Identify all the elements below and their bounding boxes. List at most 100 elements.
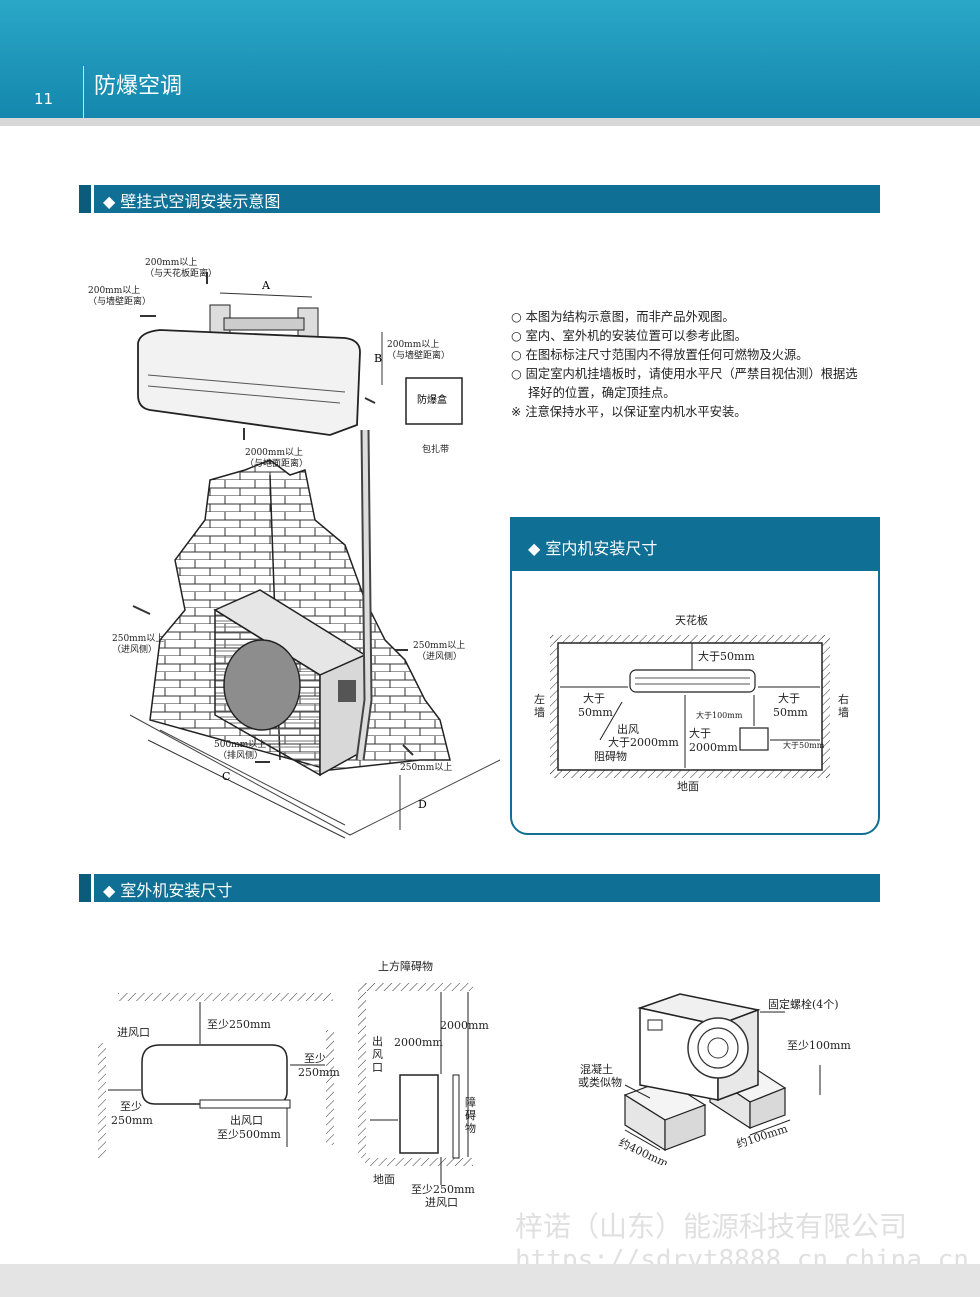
note-3: ○ 在图标标注尺寸范围内不得放置任何可燃物及火源。 [511, 348, 809, 362]
obstacle-v-label-3: 物 [465, 1121, 476, 1135]
outlet-label: 出风 [617, 722, 639, 736]
gap-label-2: 2000mm [440, 1019, 489, 1032]
floor-clearance-note: （与地面距离） [245, 457, 308, 469]
dim-c-label: C [222, 770, 230, 783]
note-2: ○ 室内、室外机的安装位置可以参考此图。 [511, 329, 747, 343]
outdoor-mount-3d-diagram: 固定螺栓(4个) 至少100mm 混凝土 或类似物 约400mm 约100mm [578, 993, 851, 1165]
top-gap-label: 至少250mm [207, 1018, 271, 1031]
bottom-gap-label-1: 至少250mm [411, 1183, 475, 1196]
page-number: 11 [34, 90, 54, 108]
intake-right-note: （进风侧） [417, 650, 462, 662]
floor-clearance: 2000mm以上 [245, 447, 303, 458]
section-marker [79, 185, 94, 213]
outlet-v-label-1: 出 [372, 1034, 383, 1048]
right-gap-label-1: 至少 [304, 1052, 326, 1065]
ceiling-label: 天花板 [675, 613, 708, 627]
floor-gap-label-1: 大于 [689, 726, 711, 740]
outdoor-unit-top [141, 1044, 288, 1105]
watermark-company: 梓诺（山东）能源科技有限公司 [515, 1210, 908, 1243]
outdoor-side-view-diagram: 上方障碍物 2000mm 2000mm 地面 至少250mm 进风口 出 风 口… [358, 959, 489, 1209]
note-5: ※ 注意保持水平，以保证室内机水平安装。 [511, 405, 747, 419]
outlet-label-2: 至少500mm [217, 1128, 281, 1141]
ceiling-clearance: 200mm以上 [145, 257, 197, 268]
wrap-tape-label: 包扎带 [422, 443, 449, 455]
intake-right-clearance: 250mm以上 [413, 640, 465, 651]
box-gap-top-label: 大于100mm [696, 710, 743, 720]
intake-left-clearance: 250mm以上 [112, 633, 164, 644]
bottom-gap-label-2: 进风口 [425, 1196, 458, 1209]
clearance-arrows [132, 272, 414, 763]
section-title: ◆ 壁挂式空调安装示意图 [103, 192, 281, 211]
floor-label: 地面 [677, 780, 699, 793]
ceiling-clearance-note: （与天花板距离） [145, 267, 217, 279]
wall-clearance-note: （与墙壁距离） [88, 295, 151, 307]
outlet-gap-label: 大于2000mm [608, 735, 679, 749]
note-1: ○ 本图为结构示意图，而非产品外观图。 [511, 310, 735, 324]
outlet-label-1: 出风口 [230, 1113, 263, 1127]
bottom-right-clearance: 250mm以上 [400, 762, 452, 773]
explosion-box-label: 防爆盒 [417, 393, 447, 406]
floor-label: 地面 [373, 1173, 395, 1186]
explosion-proof-box [405, 377, 463, 425]
gap-label-1: 2000mm [394, 1036, 443, 1049]
dim-a-label: A [261, 279, 271, 292]
height-label: 至少100mm [787, 1039, 851, 1052]
outdoor-unit [213, 589, 367, 777]
left-gap-label-2: 250mm [111, 1114, 153, 1127]
indoor-size-header: ◆ 室内机安装尺寸 [510, 517, 880, 571]
left-gap-label-1: 至少 [120, 1100, 142, 1113]
page-footer [0, 1264, 980, 1297]
section-bar-outdoor-size: ◆ 室外机安装尺寸 [79, 874, 880, 902]
right-clearance-note: （与墙壁距离） [387, 349, 450, 361]
right-gap-label-1: 大于 [778, 691, 800, 705]
note-4: ○ 固定室内机挂墙板时，请使用水平尺（严禁目视估测）根据选 [511, 367, 858, 381]
left-wall-label-2: 墙 [534, 705, 545, 719]
wall-mount-install-diagram: 防爆盒 A B C D 200mm以上 （与天花板距离） 200mm以上 （与墙… [88, 257, 501, 839]
note-4-cont: 择好的位置，确定顶挂点。 [528, 386, 676, 400]
exhaust-note: （排风侧） [218, 749, 263, 761]
section-marker [79, 874, 94, 902]
outdoor-unit-side [399, 1074, 439, 1154]
left-wall-label-1: 左 [534, 693, 545, 706]
indoor-unit-sketch [629, 669, 756, 693]
intake-label: 进风口 [117, 1026, 150, 1039]
box-gap-right-label: 大于50mm [783, 740, 825, 750]
obstacle-label: 阻碍物 [594, 749, 627, 763]
bolt-label: 固定螺栓(4个) [768, 997, 839, 1011]
section-bar-wall-diagram: ◆ 壁挂式空调安装示意图 [79, 185, 880, 213]
dim-b-label: B [374, 352, 382, 365]
floor-gap-label-2: 2000mm [689, 741, 738, 754]
outdoor-top-view-diagram: 进风口 至少250mm 至少 250mm 至少 250mm 出风口 至少500m… [98, 993, 340, 1158]
right-gap-label-2: 50mm [773, 706, 808, 719]
dim-d-label: D [418, 798, 427, 811]
obstacle-v-label-1: 障 [465, 1095, 476, 1109]
left-gap-label-2: 50mm [578, 706, 613, 719]
indoor-size-diagram: 天花板 地面 大于50mm 大于 50mm 大于 50mm 出风 大于2000m… [534, 613, 849, 793]
right-wall-label-2: 墙 [838, 705, 849, 719]
installation-notes: ○ 本图为结构示意图，而非产品外观图。 ○ 室内、室外机的安装位置可以参考此图。… [511, 308, 891, 422]
header-divider [83, 66, 84, 118]
concrete-label-1: 混凝土 [580, 1062, 613, 1076]
indoor-size-title: ◆ 室内机安装尺寸 [528, 539, 658, 558]
top-obstacle-label: 上方障碍物 [378, 959, 433, 973]
outlet-v-label-3: 口 [372, 1061, 383, 1074]
wall-clearance: 200mm以上 [88, 285, 140, 296]
outdoor-unit-3d [637, 993, 761, 1102]
right-wall-label-1: 右 [838, 692, 849, 706]
page-header: 11 防爆空调 [0, 0, 980, 118]
right-clearance: 200mm以上 [387, 339, 439, 350]
page-title: 防爆空调 [94, 74, 183, 99]
top-gap-label: 大于50mm [698, 649, 755, 663]
outlet-v-label-2: 风 [372, 1048, 383, 1061]
exhaust-clearance: 500mm以上 [214, 739, 266, 750]
intake-left-note: （进风侧） [112, 643, 157, 655]
concrete-label-2: 或类似物 [578, 1075, 622, 1089]
length-label-2: 约100mm [735, 1122, 790, 1151]
obstacle-v-label-2: 碍 [465, 1109, 476, 1122]
header-shadow [0, 118, 980, 126]
right-gap-label-2: 250mm [298, 1066, 340, 1079]
left-gap-label-1: 大于 [583, 691, 605, 705]
explosion-box-sketch [739, 727, 769, 751]
section-title: ◆ 室外机安装尺寸 [103, 881, 233, 900]
indoor-unit [137, 304, 361, 436]
